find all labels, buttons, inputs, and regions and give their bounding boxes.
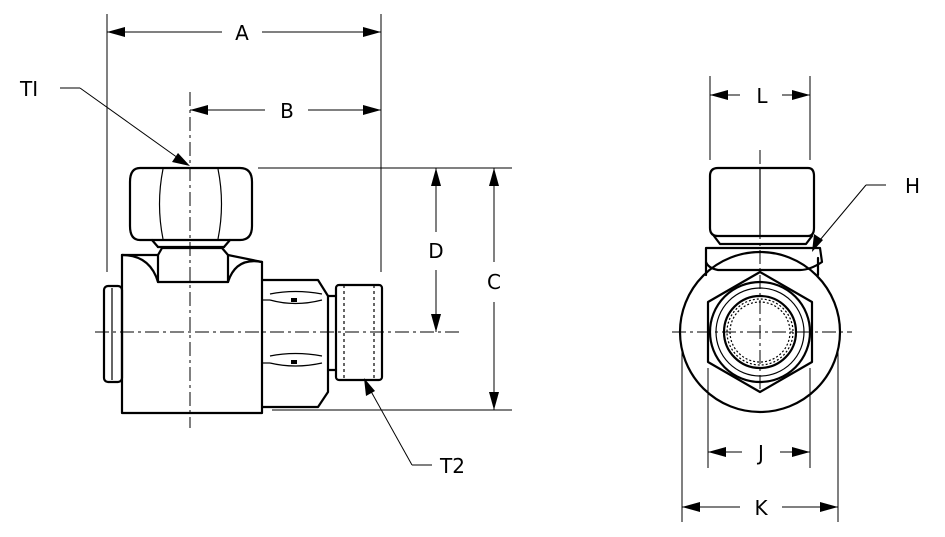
left-cap [102,284,124,384]
dimension-d: D [428,168,444,332]
swivel-body [120,246,264,415]
leader-t2: T2 [364,378,465,478]
end-view: L J K H [672,76,920,522]
label-h: H [905,174,920,198]
side-view: A B D C [19,14,512,478]
dimension-c: C [487,168,501,410]
label-l: L [756,84,768,108]
label-t1: TI [19,77,38,101]
dimension-a: A [107,21,381,45]
label-d: D [428,239,443,263]
side-hex-adapter [260,278,330,409]
label-b: B [280,99,294,123]
dimension-k: K [682,496,838,520]
dimension-b: B [190,99,381,123]
label-a: A [235,21,249,45]
end-top-nut [708,166,816,246]
label-k: K [754,496,768,520]
dimension-l: L [710,84,810,108]
label-j: J [756,441,764,465]
top-hex-nut [128,166,254,249]
label-t2: T2 [439,454,465,478]
leader-t1: TI [19,77,190,166]
leader-h: H [812,174,920,252]
dimension-j: J [708,441,810,465]
end-hexagon [706,270,814,394]
label-c: C [487,270,501,294]
